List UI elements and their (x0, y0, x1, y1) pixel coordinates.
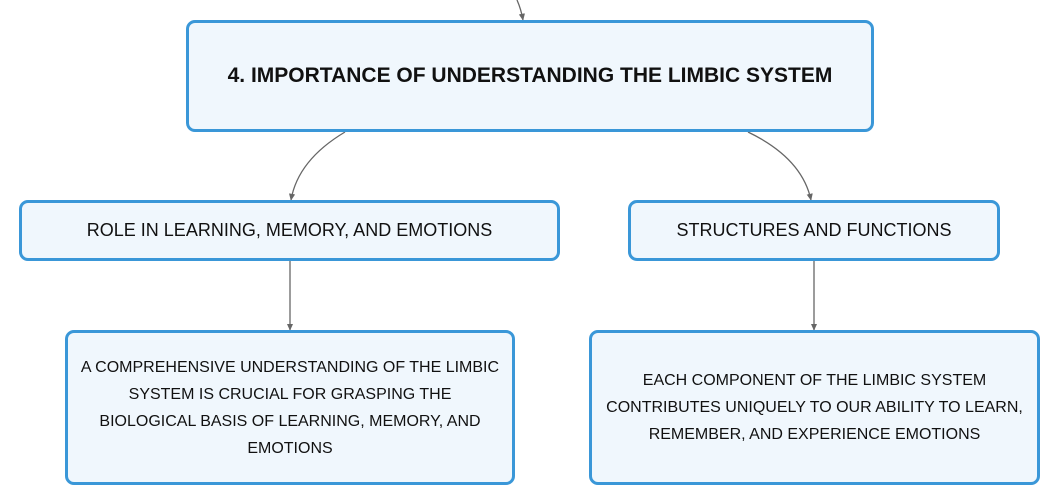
connector-from-parent (516, 0, 525, 21)
branch-node-role[interactable]: ROLE IN LEARNING, MEMORY, AND EMOTIONS (19, 200, 560, 261)
branch-node-structures-label: STRUCTURES AND FUNCTIONS (676, 220, 952, 240)
branch-node-role-label: ROLE IN LEARNING, MEMORY, AND EMOTIONS (86, 220, 493, 240)
connector-root-to-role (289, 131, 346, 201)
branch-node-structures[interactable]: STRUCTURES AND FUNCTIONS (628, 200, 1000, 261)
root-node[interactable]: 4. IMPORTANCE OF UNDERSTANDING THE LIMBI… (186, 20, 874, 132)
detail-node-role[interactable]: A COMPREHENSIVE UNDERSTANDING OF THE LIM… (65, 330, 515, 485)
connector-root-to-structures (747, 131, 813, 201)
root-node-label: 4. IMPORTANCE OF UNDERSTANDING THE LIMBI… (227, 64, 833, 87)
detail-node-structures-text: EACH COMPONENT OF THE LIMBIC SYSTEM CONT… (606, 372, 1023, 443)
detail-node-structures[interactable]: EACH COMPONENT OF THE LIMBIC SYSTEM CONT… (589, 330, 1040, 485)
detail-node-role-text: A COMPREHENSIVE UNDERSTANDING OF THE LIM… (80, 358, 500, 457)
